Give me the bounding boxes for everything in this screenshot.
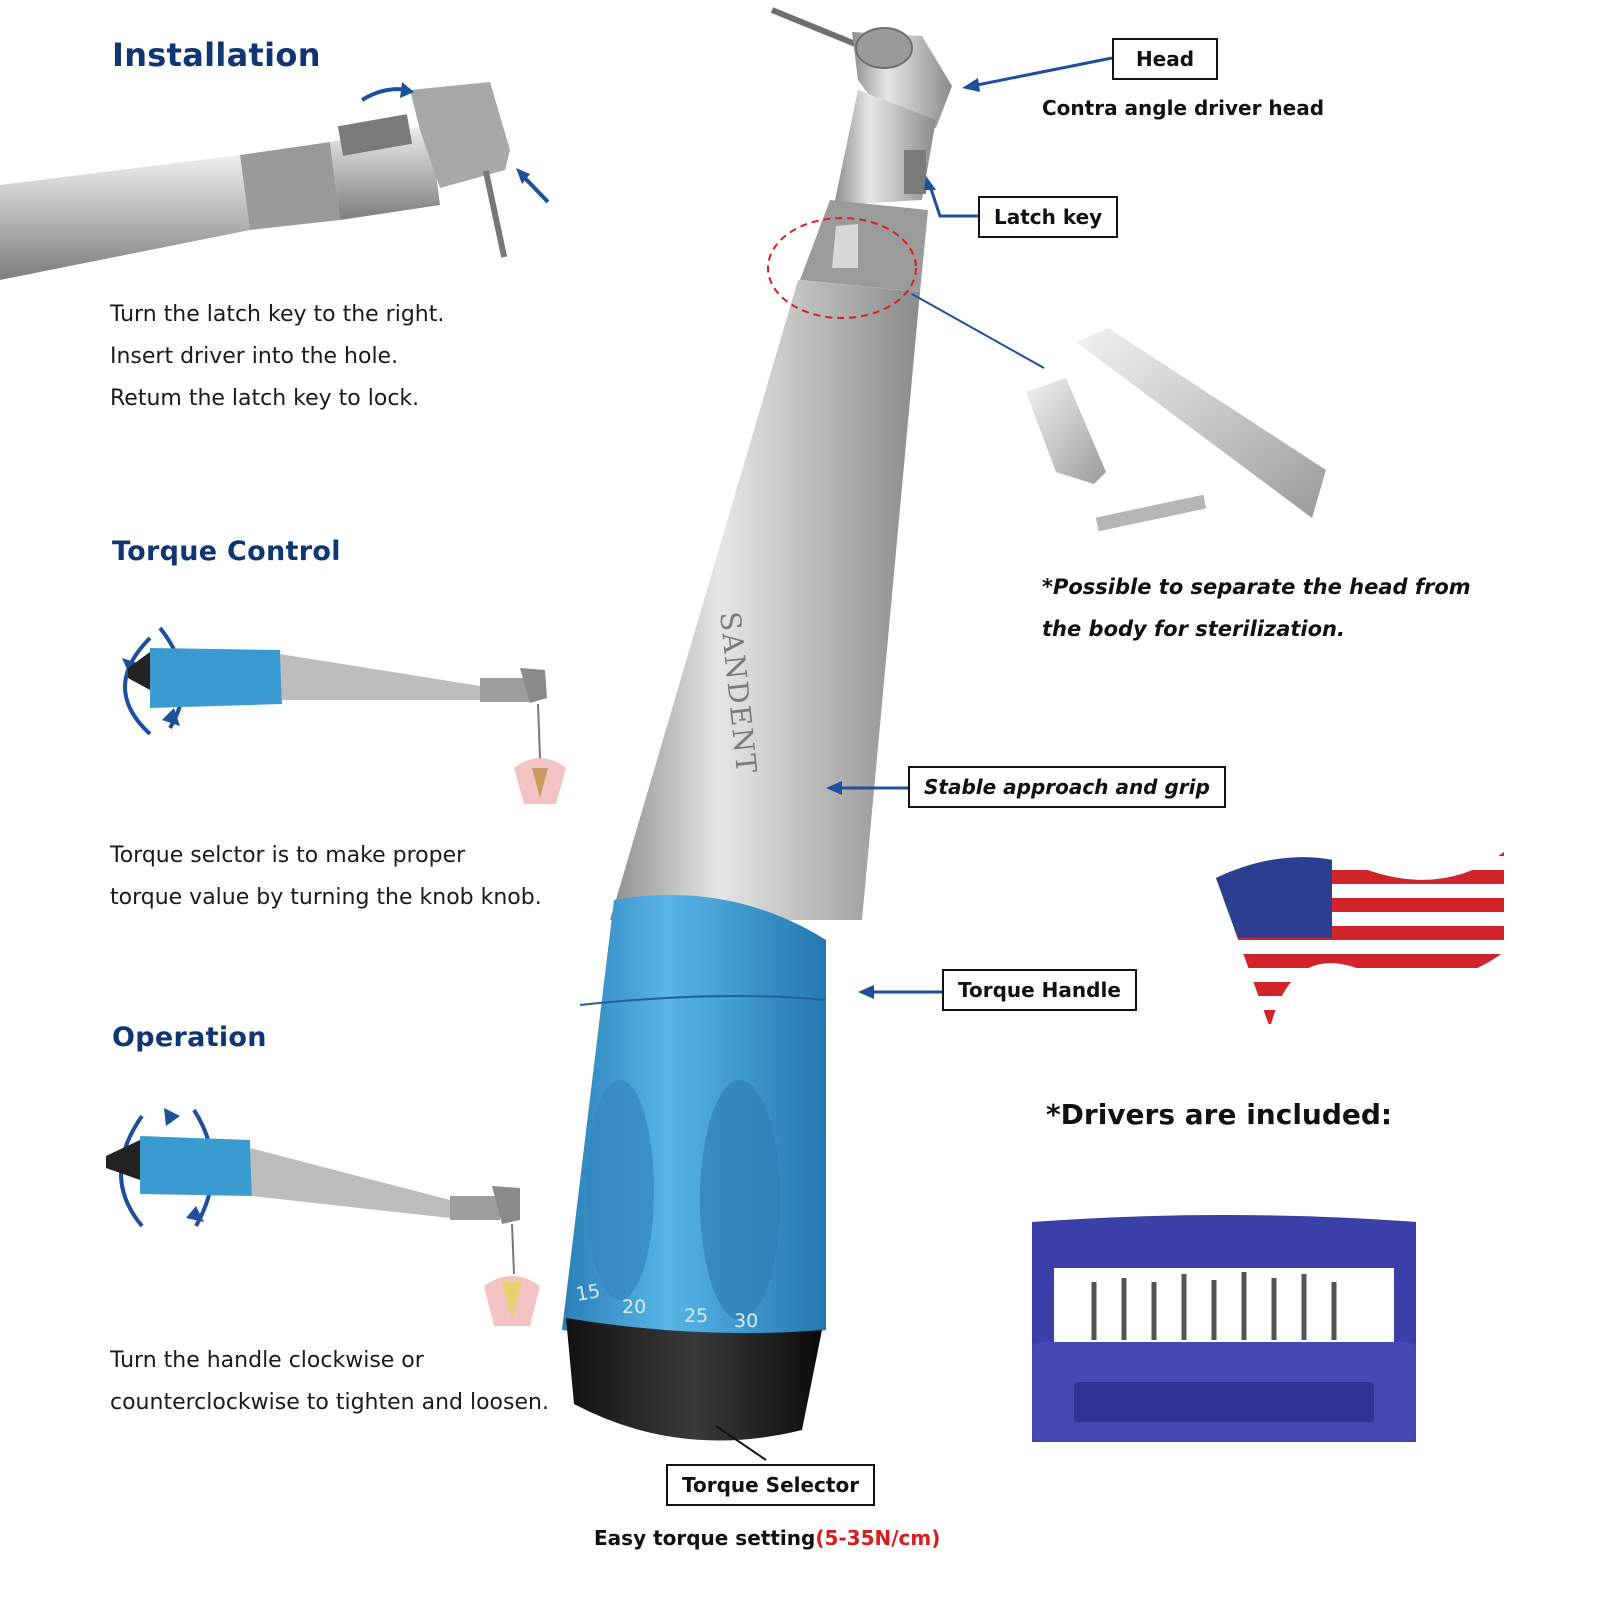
stable-grip-arrow <box>826 781 908 795</box>
torque-setting-caption: Easy torque setting(5-35N/cm) <box>594 1526 940 1550</box>
torque-handle-arrow <box>858 985 942 999</box>
installation-title: Installation <box>112 36 321 74</box>
torque-wrench-main-image <box>562 7 952 1441</box>
installation-line-1: Turn the latch key to the right. <box>110 302 445 327</box>
scale-25: 25 <box>684 1305 709 1327</box>
torque-control-title: Torque Control <box>112 536 341 567</box>
sterilization-note: *Possible to separate the head from the … <box>1042 566 1471 650</box>
torque-control-instructions: Torque selctor is to make proper torque … <box>110 835 542 919</box>
torque-control-line-2: torque value by turning the knob knob. <box>110 885 542 910</box>
drivers-case-image <box>1032 1215 1416 1442</box>
torque-control-image <box>122 626 566 804</box>
separated-parts-image <box>1026 328 1326 532</box>
installation-line-3: Retum the latch key to lock. <box>110 386 420 411</box>
installation-line-2: Insert driver into the hole. <box>110 344 399 369</box>
operation-image <box>106 1108 540 1326</box>
drivers-included-title: *Drivers are included: <box>1046 1098 1393 1131</box>
torque-selector-label: Torque Selector <box>666 1464 876 1506</box>
head-arrow <box>962 56 1113 92</box>
torque-setting-text: Easy torque setting <box>594 1526 816 1550</box>
coupling-highlight-circle <box>767 217 917 319</box>
scale-20: 20 <box>622 1296 647 1318</box>
latch-key-arrow <box>924 176 978 218</box>
sterilization-note-line-2: the body for sterilization. <box>1042 617 1345 641</box>
stable-grip-label: Stable approach and grip <box>908 766 1226 808</box>
sterilization-note-line-1: *Possible to separate the head from <box>1042 575 1471 599</box>
scale-15: 15 <box>574 1280 602 1306</box>
us-flag-image <box>1216 852 1504 1028</box>
head-caption: Contra angle driver head <box>1042 96 1325 120</box>
installation-instructions: Turn the latch key to the right. Insert … <box>110 294 444 420</box>
torque-setting-range: (5-35N/cm) <box>815 1526 941 1550</box>
torque-selector-pointer <box>715 1425 767 1461</box>
operation-line-1: Turn the handle clockwise or <box>110 1348 424 1373</box>
operation-instructions: Turn the handle clockwise or countercloc… <box>110 1340 549 1424</box>
operation-title: Operation <box>112 1022 267 1053</box>
torque-control-line-1: Torque selctor is to make proper <box>110 843 466 868</box>
torque-handle-label: Torque Handle <box>942 969 1137 1011</box>
operation-line-2: counterclockwise to tighten and loosen. <box>110 1390 549 1415</box>
head-label: Head <box>1112 38 1218 80</box>
installation-handpiece-image <box>0 82 550 280</box>
separation-pointer-line <box>911 293 1045 369</box>
scale-30: 30 <box>734 1310 759 1332</box>
latch-key-label: Latch key <box>978 196 1119 238</box>
